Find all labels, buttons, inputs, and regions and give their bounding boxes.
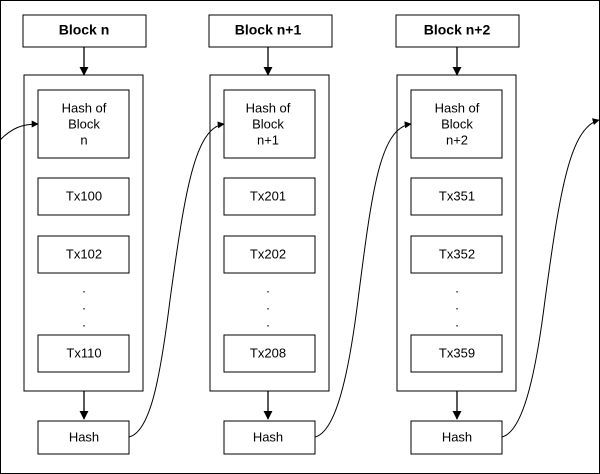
block-title: Block n+1 xyxy=(235,22,302,38)
hash-label: Hash xyxy=(69,429,99,444)
block-title: Block n+2 xyxy=(424,22,491,38)
tx-label: Tx352 xyxy=(439,246,475,261)
block-title: Block n xyxy=(59,22,110,38)
tx-box xyxy=(410,177,503,216)
hash-link-curve xyxy=(314,121,412,438)
prev-hash-text: n+2 xyxy=(446,132,468,147)
tx-label: Tx202 xyxy=(250,246,286,261)
link-outgoing xyxy=(501,118,600,438)
tx-box xyxy=(37,177,130,216)
link-incoming xyxy=(0,120,39,141)
tx-label: Tx201 xyxy=(250,188,286,203)
prev-hash-text: Block xyxy=(252,116,284,131)
prev-hash-text: n+1 xyxy=(257,132,279,147)
tx-box xyxy=(37,334,130,373)
hash-box xyxy=(410,420,503,455)
tx-label: Tx102 xyxy=(66,246,102,261)
tx-box xyxy=(410,334,503,373)
tx-label: Tx100 xyxy=(66,188,102,203)
ellipsis-dot: . xyxy=(455,297,459,312)
ellipsis-dot: . xyxy=(266,314,270,329)
tx-box xyxy=(223,177,316,216)
ellipsis-dot: . xyxy=(455,280,459,295)
ellipsis-dot: . xyxy=(82,314,86,329)
ellipsis-dot: . xyxy=(82,297,86,312)
ellipsis-dot: . xyxy=(82,280,86,295)
ellipsis-dot: . xyxy=(455,314,459,329)
tx-label: Tx110 xyxy=(66,345,101,360)
prev-hash-text: Block xyxy=(68,116,100,131)
hash-label: Hash xyxy=(442,429,472,444)
hash-label: Hash xyxy=(253,429,283,444)
ellipsis-dot: . xyxy=(266,297,270,312)
prev-hash-text: Hash of xyxy=(435,100,480,115)
tx-label: Tx351 xyxy=(439,188,475,203)
tx-box xyxy=(223,334,316,373)
tx-label: Tx359 xyxy=(439,345,475,360)
ellipsis-dot: . xyxy=(266,280,270,295)
hash-box xyxy=(223,420,316,455)
block-title-box xyxy=(208,14,333,48)
prev-hash-text: Hash of xyxy=(246,100,291,115)
tx-label: Tx208 xyxy=(250,345,286,360)
prev-hash-text: n xyxy=(80,132,87,147)
tx-box xyxy=(410,235,503,274)
block-frame xyxy=(209,74,330,392)
prev-hash-text: Hash of xyxy=(62,100,107,115)
tx-box xyxy=(37,235,130,274)
hash-link-curve xyxy=(128,121,225,438)
prev-hash-text: Block xyxy=(441,116,473,131)
hash-box xyxy=(37,420,130,455)
tx-box xyxy=(223,235,316,274)
